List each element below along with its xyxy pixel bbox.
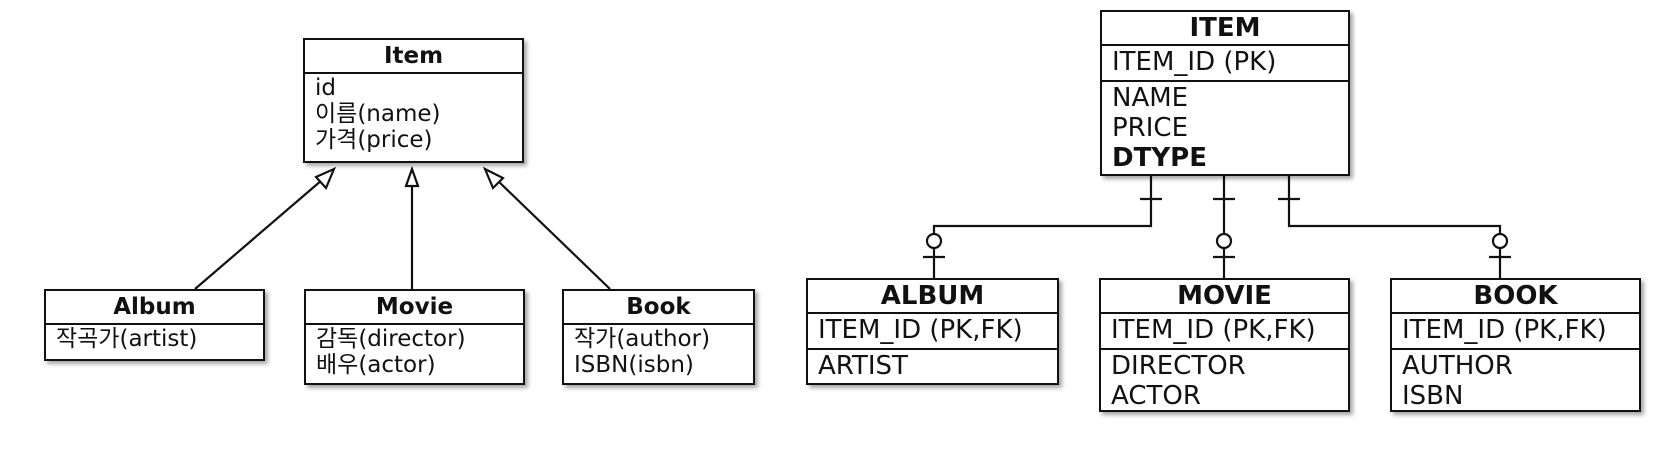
- class-attributes: id 이름(name) 가격(price): [305, 74, 522, 153]
- table-columns: ARTIST: [808, 350, 1057, 381]
- erd-zero-mark: [925, 232, 943, 250]
- table-title: ITEM: [1102, 12, 1348, 46]
- uml-class-album: Album 작곡가(artist): [44, 289, 265, 361]
- table-title: MOVIE: [1101, 280, 1348, 314]
- erd-table-album: ALBUM ITEM_ID (PK,FK) ARTIST: [806, 278, 1059, 385]
- uml-class-book: Book 작가(author) ISBN(isbn): [562, 289, 755, 385]
- table-title: ALBUM: [808, 280, 1057, 314]
- table-columns: NAME PRICE DTYPE: [1102, 82, 1348, 173]
- uml-generalization-arrowhead: [482, 166, 505, 190]
- table-key-column: ITEM_ID (PK,FK): [818, 315, 1023, 345]
- table-key-column: ITEM_ID (PK,FK): [1402, 315, 1607, 345]
- table-key-section: ITEM_ID (PK,FK): [1101, 314, 1348, 350]
- class-title: Item: [305, 40, 522, 74]
- table-discriminator-column: DTYPE: [1112, 143, 1207, 173]
- class-attribute: 배우(actor): [316, 352, 436, 378]
- erd-table-book: BOOK ITEM_ID (PK,FK) AUTHOR ISBN: [1390, 278, 1641, 412]
- class-attribute: 이름(name): [315, 101, 441, 127]
- class-attribute: 작곡가(artist): [56, 326, 198, 352]
- uml-generalization-arrowhead: [404, 165, 420, 188]
- class-attribute: ISBN(isbn): [574, 352, 694, 378]
- class-attributes: 작가(author) ISBN(isbn): [564, 325, 753, 378]
- table-column: ACTOR: [1111, 381, 1201, 411]
- table-column: NAME: [1112, 83, 1189, 113]
- erd-table-item: ITEM ITEM_ID (PK) NAME PRICE DTYPE: [1100, 10, 1350, 176]
- erd-relationship-line-album: [932, 176, 1153, 278]
- class-title: Album: [46, 291, 263, 325]
- class-attribute: 작가(author): [574, 326, 711, 352]
- class-attributes: 감독(director) 배우(actor): [306, 325, 523, 378]
- table-column: PRICE: [1112, 113, 1188, 143]
- class-title: Movie: [306, 291, 523, 325]
- table-column: DIRECTOR: [1111, 351, 1246, 381]
- class-attributes: 작곡가(artist): [46, 325, 263, 352]
- uml-class-item: Item id 이름(name) 가격(price): [303, 38, 524, 163]
- uml-inheritance-line-album: [194, 179, 323, 290]
- class-attribute: 가격(price): [315, 127, 433, 153]
- uml-inheritance-line-book: [496, 179, 611, 290]
- class-attribute: 감독(director): [316, 326, 466, 352]
- table-column: ISBN: [1402, 381, 1464, 411]
- table-column: AUTHOR: [1402, 351, 1513, 381]
- class-attribute: id: [315, 75, 336, 101]
- table-key-section: ITEM_ID (PK,FK): [1392, 314, 1639, 350]
- table-key-column: ITEM_ID (PK,FK): [1111, 315, 1316, 345]
- uml-generalization-arrowhead: [314, 166, 337, 191]
- erd-table-movie: MOVIE ITEM_ID (PK,FK) DIRECTOR ACTOR: [1099, 278, 1350, 412]
- erd-zero-mark: [1491, 232, 1509, 250]
- table-column: ARTIST: [818, 351, 908, 381]
- table-key-section: ITEM_ID (PK,FK): [808, 314, 1057, 350]
- table-title: BOOK: [1392, 280, 1639, 314]
- erd-relationship-line-book: [1287, 176, 1502, 278]
- table-key-section: ITEM_ID (PK): [1102, 46, 1348, 82]
- table-columns: AUTHOR ISBN: [1392, 350, 1639, 411]
- uml-class-movie: Movie 감독(director) 배우(actor): [304, 289, 525, 385]
- erd-zero-mark: [1215, 232, 1233, 250]
- class-title: Book: [564, 291, 753, 325]
- table-columns: DIRECTOR ACTOR: [1101, 350, 1348, 411]
- table-key-column: ITEM_ID (PK): [1112, 47, 1277, 77]
